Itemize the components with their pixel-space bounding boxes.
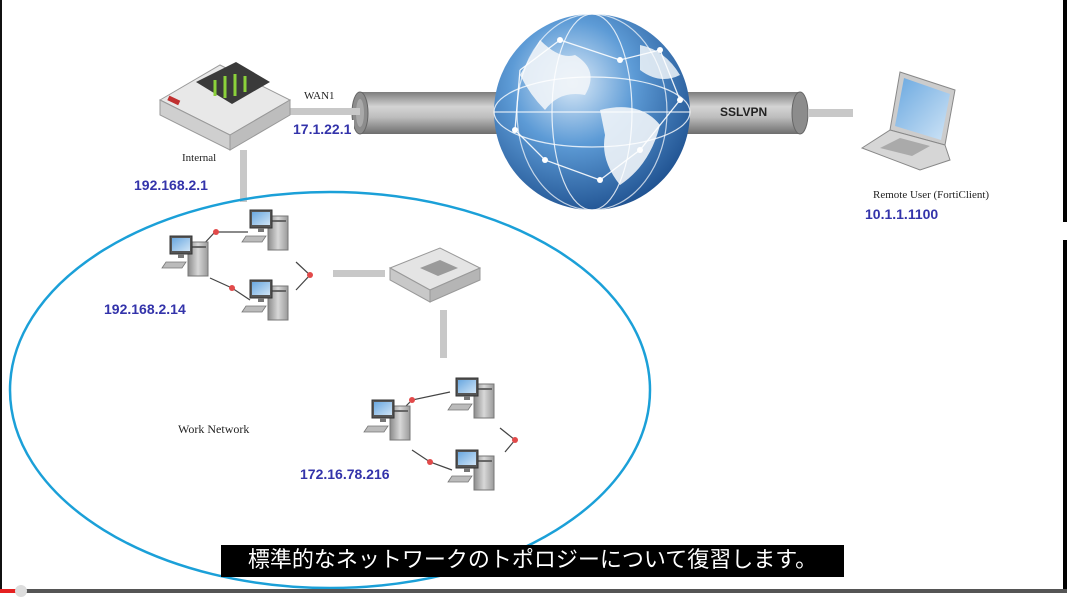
desktop-computer-icon [447,449,495,491]
remote-ip-label: 10.1.1.1100 [865,206,939,222]
video-progress-fill [0,589,21,593]
wan-link [288,108,360,115]
desktop-computer-icon [241,279,289,321]
laptop-icon [860,71,956,171]
desktop-computer-icon [363,399,411,441]
host-ip-label-2: 172.16.78.216 [300,466,390,482]
right-border-lower [1063,240,1067,593]
video-subtitle: 標準的なネットワークのトポロジーについて復習します。 [221,545,844,577]
work-network-label: Work Network [178,422,250,436]
wan-tunnel [351,91,515,135]
switch-link-down [440,310,447,358]
wan-ip-box: 17.1.22.1 [290,120,355,140]
internal-ip-label: 192.168.2.1 [134,177,208,193]
work-network-boundary [8,190,652,590]
wan-port-label: WAN1 [304,90,335,102]
video-progress-handle[interactable] [15,585,27,597]
computer-group-1 [161,209,313,321]
network-switch-icon [388,247,482,303]
desktop-computer-icon [447,377,495,419]
switch-link-left [333,270,385,277]
internal-link [240,150,247,202]
left-border [0,0,2,593]
firewall-appliance-icon [158,62,292,151]
desktop-computer-icon [241,209,289,251]
internal-port-label: Internal [182,152,217,164]
video-progress-track[interactable] [0,589,1067,593]
wan-ip-label: 17.1.22.1 [293,121,352,137]
remote-user-label: Remote User (FortiClient) [873,189,990,201]
sslvpn-label: SSLVPN [720,105,768,119]
computer-group-2 [363,377,518,491]
host-ip-label-1: 192.168.2.14 [104,301,186,317]
right-border [1063,0,1067,222]
internet-globe-icon [493,13,691,211]
desktop-computer-icon [161,235,209,277]
